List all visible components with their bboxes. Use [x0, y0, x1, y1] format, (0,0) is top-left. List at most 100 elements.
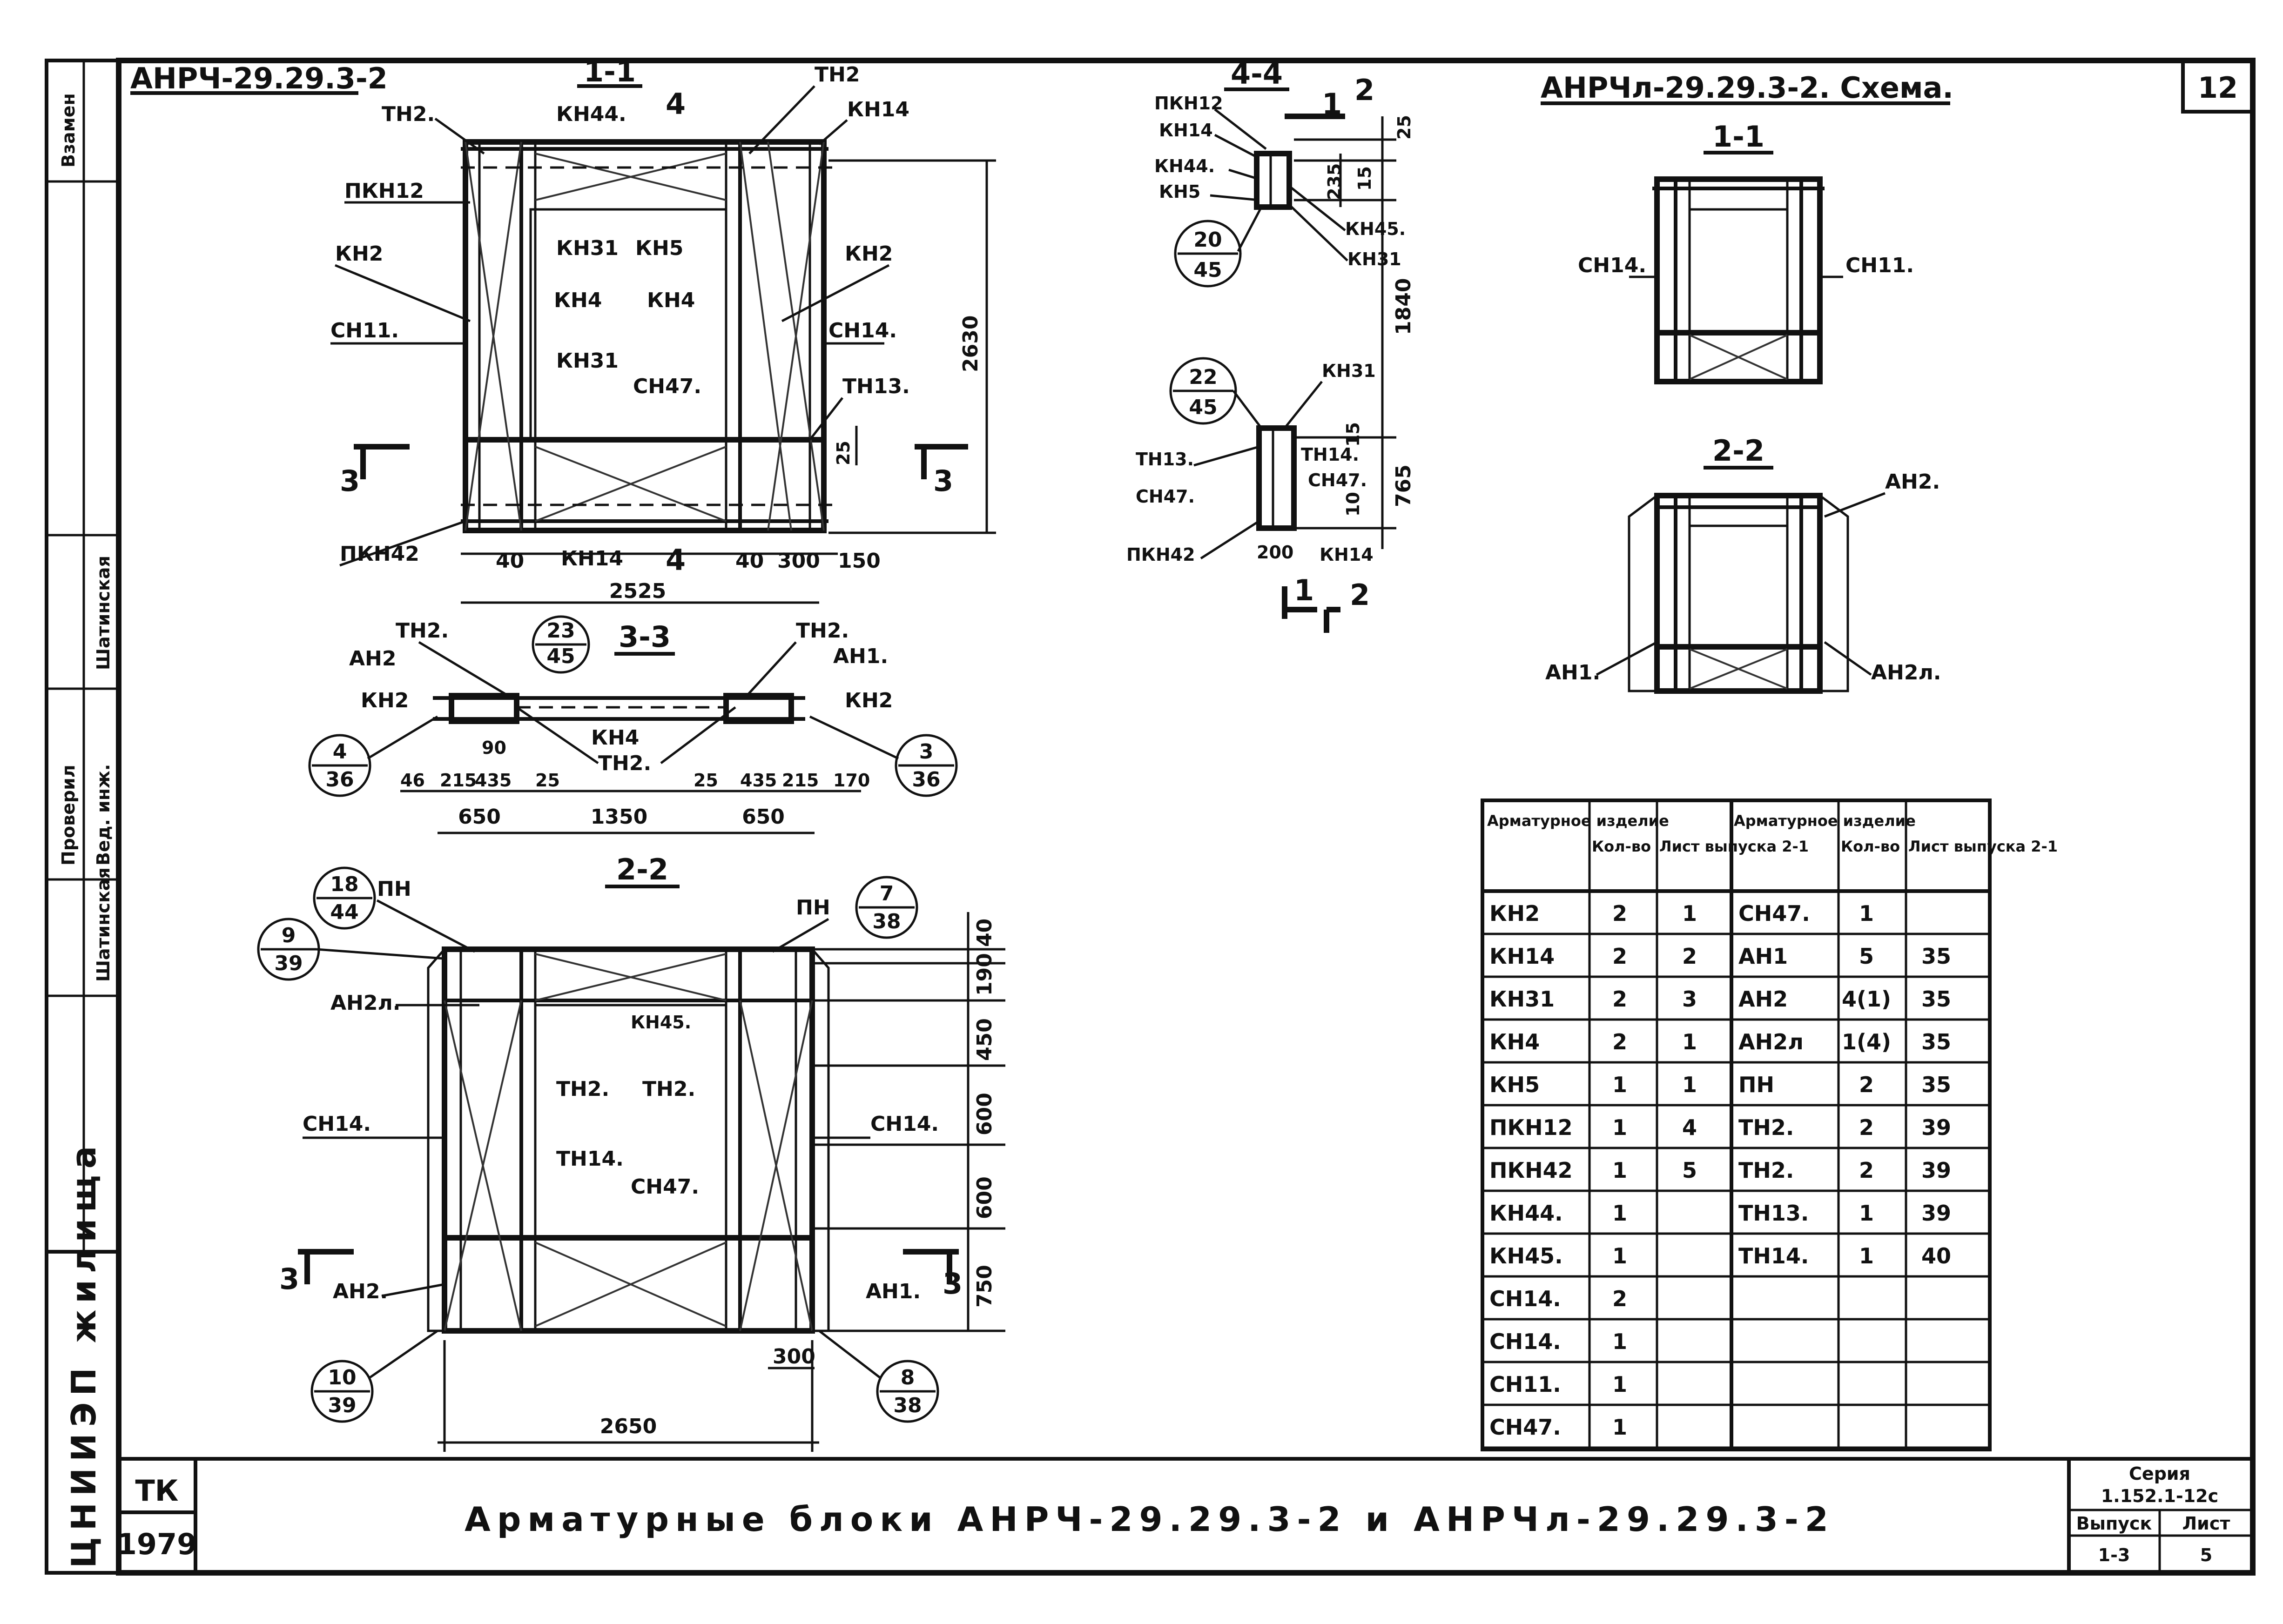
svg-text:1-1: 1-1 [1712, 120, 1764, 154]
svg-text:Лист выпуска 2-1: Лист выпуска 2-1 [1659, 838, 1809, 855]
svg-text:45: 45 [546, 644, 575, 668]
title-block: ТК 1979 Арматурные блоки АНРЧ-29.29.3-2 … [117, 1459, 2253, 1573]
svg-text:45: 45 [1193, 258, 1222, 282]
svg-text:КН4: КН4 [591, 726, 639, 750]
svg-text:8: 8 [901, 1366, 915, 1389]
svg-text:ТН2.: ТН2. [642, 1077, 695, 1101]
svg-text:КН5: КН5 [1159, 181, 1200, 202]
svg-text:АН2л.: АН2л. [330, 991, 400, 1015]
svg-text:ТН2: ТН2 [815, 63, 860, 87]
svg-text:2-2: 2-2 [616, 852, 668, 886]
svg-text:300: 300 [773, 1345, 815, 1369]
svg-text:300: 300 [777, 549, 820, 573]
table-cell: 5 [1682, 1158, 1697, 1183]
svg-text:КН31: КН31 [556, 349, 619, 373]
section-4-4: 4-4 1 2 ПКН12 КН14 КН44. КН5 КН45. КН31 … [1126, 57, 1415, 633]
svg-text:40: 40 [973, 919, 997, 947]
svg-text:КН14: КН14 [847, 98, 909, 121]
svg-text:1.152.1-12с: 1.152.1-12с [2101, 1486, 2218, 1506]
svg-text:КН2: КН2 [361, 689, 409, 712]
svg-text:150: 150 [838, 549, 881, 573]
sheet-number: 12 [2198, 71, 2238, 105]
table-cell: АН2 [1738, 986, 1788, 1012]
svg-text:38: 38 [893, 1394, 922, 1417]
svg-text:Арматурное изделие: Арматурное изделие [1734, 812, 1916, 830]
table-cell: 39 [1921, 1201, 1951, 1226]
table-cell: ПН [1738, 1072, 1774, 1097]
table-cell: 3 [1682, 986, 1697, 1012]
svg-text:23: 23 [546, 619, 575, 643]
table-cell: 2 [1612, 901, 1627, 926]
table-cell: ТН13. [1738, 1201, 1809, 1226]
table-cell: КН5 [1489, 1072, 1540, 1097]
table-cell: ПКН12 [1489, 1115, 1573, 1140]
svg-text:ПКН12: ПКН12 [344, 179, 424, 203]
svg-text:Серия: Серия [2129, 1463, 2190, 1484]
svg-text:ТН13.: ТН13. [842, 375, 910, 398]
svg-text:600: 600 [973, 1176, 997, 1219]
svg-text:40: 40 [496, 549, 524, 573]
svg-text:3: 3 [279, 1262, 299, 1296]
svg-text:Шатинская: Шатинская [93, 867, 114, 982]
table-cell: 1 [1612, 1158, 1627, 1183]
svg-text:ТН2.: ТН2. [396, 619, 449, 643]
table-cell: 2 [1859, 1115, 1874, 1140]
svg-text:Кол-во: Кол-во [1592, 838, 1651, 855]
svg-text:ТН14.: ТН14. [1301, 444, 1359, 465]
svg-text:215: 215 [782, 770, 819, 791]
svg-text:АН2.: АН2. [333, 1280, 388, 1303]
table-cell: 2 [1682, 944, 1697, 969]
table-cell: КН45. [1489, 1243, 1563, 1268]
svg-text:ПН: ПН [796, 896, 830, 919]
spec-table: Арматурное изделие Кол-во Лист выпуска 2… [1481, 799, 2058, 1451]
svg-text:ТН2.: ТН2. [382, 102, 435, 126]
svg-text:3: 3 [943, 1267, 963, 1301]
svg-text:КН44.: КН44. [1154, 156, 1215, 176]
svg-text:КН4: КН4 [647, 289, 695, 312]
svg-text:1840: 1840 [1392, 278, 1415, 335]
svg-text:АН1.: АН1. [833, 644, 888, 668]
svg-text:АН2: АН2 [349, 647, 397, 671]
table-cell: 2 [1612, 1029, 1627, 1054]
table-cell: 1 [1612, 1372, 1627, 1397]
svg-text:2-2: 2-2 [1712, 434, 1764, 468]
svg-text:20: 20 [1193, 228, 1222, 252]
table-cell: 35 [1921, 944, 1951, 969]
svg-text:650: 650 [458, 805, 501, 829]
table-cell: 1 [1612, 1072, 1627, 1097]
svg-text:СН14.: СН14. [828, 319, 897, 342]
svg-text:КН5: КН5 [635, 236, 683, 260]
svg-text:200: 200 [1257, 542, 1293, 563]
svg-text:650: 650 [742, 805, 785, 829]
svg-text:3: 3 [340, 464, 360, 498]
table-cell: КН14 [1489, 944, 1555, 969]
svg-text:765: 765 [1392, 464, 1415, 507]
side-stamp: Взамен Проверил Шатинская Вед. инж. Шати… [45, 59, 121, 1575]
svg-text:АН2.: АН2. [1885, 470, 1940, 494]
svg-text:1350: 1350 [591, 805, 647, 829]
table-cell: 1 [1612, 1415, 1627, 1440]
svg-text:25: 25 [833, 441, 854, 465]
table-cell: 35 [1921, 986, 1951, 1012]
svg-text:4: 4 [666, 543, 686, 577]
svg-text:4: 4 [666, 87, 686, 121]
svg-text:25: 25 [535, 770, 560, 791]
svg-text:1-3: 1-3 [2098, 1545, 2130, 1565]
svg-text:435: 435 [475, 770, 512, 791]
table-cell: 1 [1859, 1243, 1874, 1268]
svg-text:ПКН12: ПКН12 [1154, 93, 1223, 114]
table-cell: ТН14. [1738, 1243, 1809, 1268]
svg-text:Арматурное изделие: Арматурное изделие [1487, 812, 1669, 830]
svg-text:170: 170 [833, 770, 870, 791]
table-cell: 39 [1921, 1115, 1951, 1140]
svg-text:Кол-во: Кол-во [1841, 838, 1900, 855]
svg-text:ТК: ТК [135, 1474, 179, 1508]
svg-text:38: 38 [872, 910, 901, 933]
table-cell: 4 [1682, 1115, 1697, 1140]
svg-text:2: 2 [1354, 73, 1374, 107]
table-cell: АН2л [1738, 1029, 1804, 1054]
svg-text:2650: 2650 [600, 1415, 657, 1438]
svg-text:КН31: КН31 [1347, 249, 1401, 269]
table-cell: 1 [1859, 901, 1874, 926]
svg-text:600: 600 [973, 1093, 997, 1135]
